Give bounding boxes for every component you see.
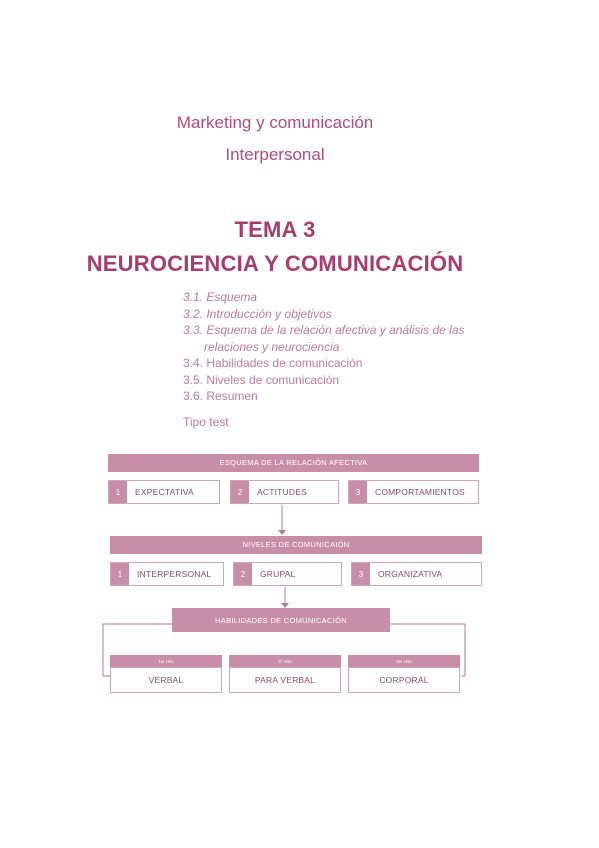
item-label: GRUPAL xyxy=(260,569,296,579)
esquema-item: 3 COMPORTAMIENTOS xyxy=(348,480,479,504)
habilidad-label: CORPORAL xyxy=(348,667,460,693)
item-number: 2 xyxy=(234,563,252,585)
item-label: INTERPERSONAL xyxy=(137,569,212,579)
hito-label: 2º Hito xyxy=(229,655,341,667)
habilidades-comunicacion-header: HABILIDADES DE COMUNICACIÓN xyxy=(172,608,390,632)
item-number: 3 xyxy=(349,481,367,503)
habilidad-item: 3er Hito CORPORAL xyxy=(348,655,460,693)
niveles-item: 1 INTERPERSONAL xyxy=(110,562,224,586)
subject-title-line-2: Interpersonal xyxy=(225,145,325,164)
habilidad-item: 1er Hito VERBAL xyxy=(110,655,222,693)
item-label: EXPECTATIVA xyxy=(135,487,194,497)
toc-item: 3.1. Esquema xyxy=(183,290,258,304)
esquema-item: 1 EXPECTATIVA xyxy=(108,480,220,504)
toc-item: 3.6. Resumen xyxy=(183,389,258,403)
toc-item-continuation: relaciones y neurociencia xyxy=(204,339,340,354)
item-label: ACTITUDES xyxy=(257,487,307,497)
esquema-relacion-afectiva-header: ESQUEMA DE LA RELACIÓN AFECTIVA xyxy=(108,454,479,472)
item-number: 3 xyxy=(352,563,370,585)
table-of-contents: 3.1. Esquema 3.2. Introducción y objetiv… xyxy=(183,289,465,405)
toc-item: 3.4. Habilidades de comunicación xyxy=(183,356,363,370)
item-number: 1 xyxy=(109,481,127,503)
niveles-item: 3 ORGANIZATIVA xyxy=(351,562,482,586)
habilidad-label: PARA VERBAL xyxy=(229,667,341,693)
item-number: 1 xyxy=(111,563,129,585)
item-label: COMPORTAMIENTOS xyxy=(375,487,465,497)
toc-item: 3.3. Esquema de la relación afectiva y a… xyxy=(183,323,465,337)
subject-title-line-1: Marketing y comunicación xyxy=(176,113,374,132)
toc-item: 3.2. Introducción y objetivos xyxy=(183,306,332,321)
toc-item: 3.5. Niveles de comunicación xyxy=(183,372,340,387)
esquema-item: 2 ACTITUDES xyxy=(230,480,339,504)
habilidad-item: 2º Hito PARA VERBAL xyxy=(229,655,341,693)
hito-label: 1er Hito xyxy=(110,655,222,667)
hito-label: 3er Hito xyxy=(348,655,460,667)
tema-number: TEMA 3 xyxy=(234,217,316,242)
niveles-comunicacion-header: NIVELES DE COMUNICAIÓN xyxy=(110,536,482,554)
habilidad-label: VERBAL xyxy=(110,667,222,693)
item-number: 2 xyxy=(231,481,249,503)
niveles-item: 2 GRUPAL xyxy=(233,562,342,586)
tipo-test-label: Tipo test xyxy=(183,415,229,429)
tema-title: NEUROCIENCIA Y COMUNICACIÓN xyxy=(86,251,464,276)
item-label: ORGANIZATIVA xyxy=(378,569,443,579)
